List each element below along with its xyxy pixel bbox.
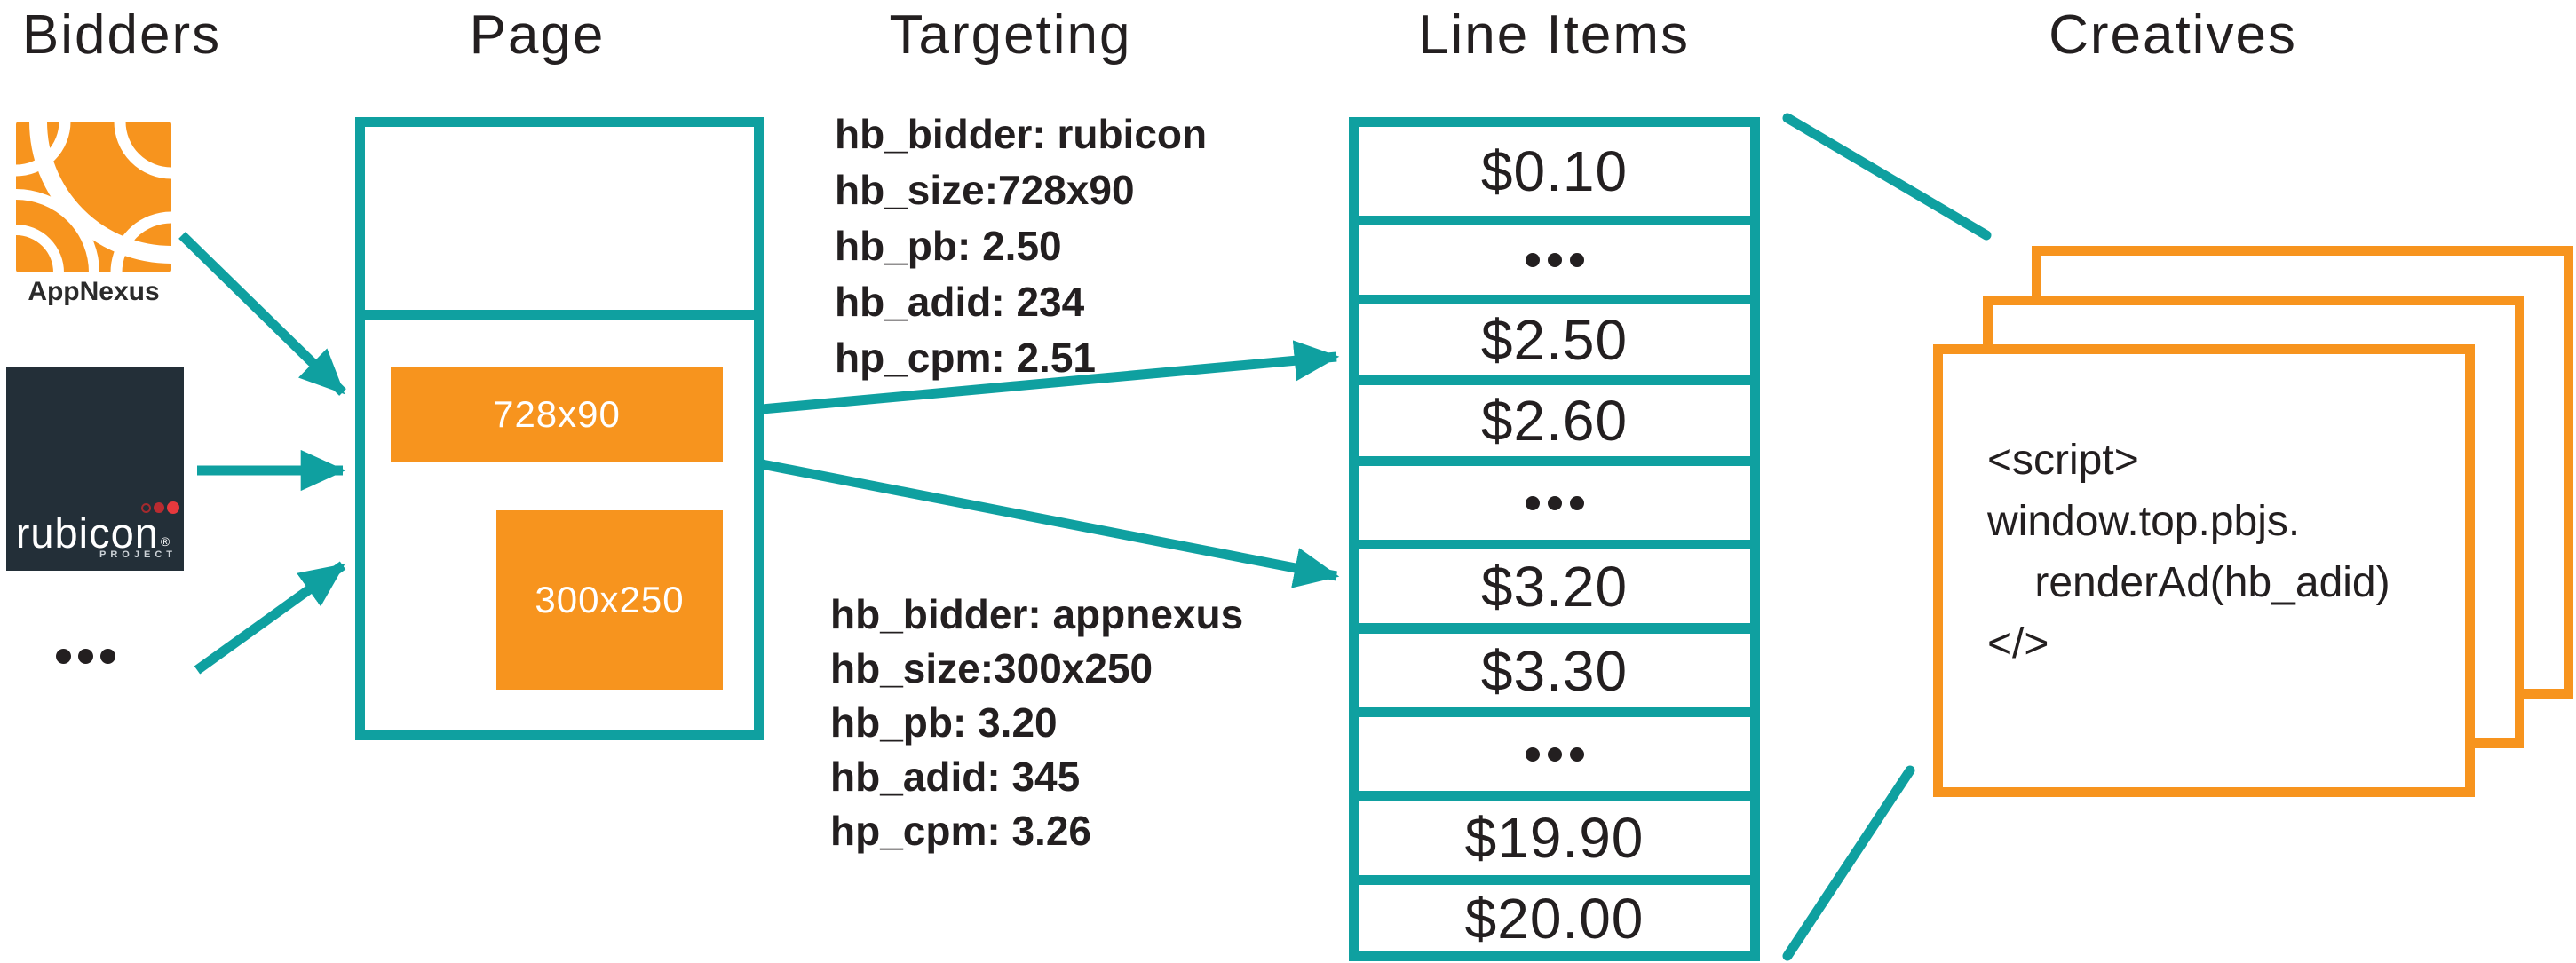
more-bidders-ellipsis: [56, 649, 115, 664]
line-item-row: $2.50: [1359, 304, 1750, 375]
text-line: window.top.pbjs.: [1987, 498, 2301, 545]
column-title-creatives: Creatives: [2049, 4, 2297, 66]
targeting-block-rubicon: hb_bidder: rubicon hb_size:728x90 hb_pb: 2…: [835, 107, 1207, 386]
text-line: hb_adid: 345: [830, 754, 1081, 800]
arrow-more-bidders-to-page: [194, 561, 346, 675]
line-item-ellipsis: [1525, 495, 1584, 510]
line-items-table: $0.10 $2.50 $2.60 $3.20 $3.30 $19.90 $20.00: [1349, 117, 1760, 961]
line-item-price: $2.50: [1480, 308, 1629, 372]
rubicon-logo: rubicon® PROJECT: [6, 367, 184, 571]
line-item-row: [1359, 717, 1750, 791]
line-item-price: $2.60: [1480, 389, 1629, 453]
rubicon-dots-icon: [141, 501, 179, 514]
ad-slot-300x250: 300x250: [496, 510, 723, 690]
column-title-line-items: Line Items: [1417, 4, 1691, 66]
text-line: </>: [1987, 620, 2049, 667]
line-item-row: $3.20: [1359, 549, 1750, 623]
text-line: hb_size:300x250: [830, 645, 1153, 691]
line-item-row: $20.00: [1359, 885, 1750, 951]
line-item-row: $0.10: [1359, 127, 1750, 216]
text-line: hb_size:728x90: [835, 167, 1135, 213]
appnexus-logo-icon: [0, 0, 313, 356]
text-line: <script>: [1987, 437, 2139, 484]
connector-line-items-to-creatives-top: [1782, 113, 1992, 241]
column-title-bidders: Bidders: [21, 4, 222, 66]
creative-script-text: <script> window.top.pbjs. renderAd(hb_adi…: [1987, 430, 2390, 675]
page-header-section: [365, 127, 754, 310]
targeting-block-appnexus: hb_bidder: appnexus hb_size:300x250 hb_pb:…: [830, 588, 1243, 858]
line-item-row: $3.30: [1359, 634, 1750, 707]
text-line: hb_bidder: appnexus: [830, 591, 1244, 637]
column-title-targeting: Targeting: [889, 4, 1132, 66]
line-item-ellipsis: [1525, 253, 1584, 267]
connector-line-items-to-creatives-bottom: [1782, 765, 1915, 961]
line-item-row: [1359, 466, 1750, 540]
text-line: hb_bidder: rubicon: [835, 111, 1208, 157]
text-line: hp_cpm: 2.51: [835, 335, 1096, 381]
arrow-appnexus-to-page: [178, 232, 346, 396]
appnexus-label: AppNexus: [28, 277, 160, 306]
ad-slot-728x90: 728x90: [391, 367, 723, 462]
line-item-price: $20.00: [1464, 886, 1645, 951]
text-line: hb_pb: 3.20: [830, 699, 1058, 746]
line-item-ellipsis: [1525, 746, 1584, 762]
line-item-row: [1359, 225, 1750, 295]
column-title-page: Page: [469, 4, 606, 66]
text-line: renderAd(hb_adid): [1987, 559, 2390, 606]
line-item-price: $0.10: [1480, 139, 1629, 203]
rubicon-project-label: PROJECT: [99, 549, 177, 560]
creative-card-front: [1933, 344, 2475, 797]
arrow-page-to-line-item-320: [760, 459, 1340, 588]
text-line: hb_pb: 2.50: [835, 223, 1062, 269]
line-item-row: $19.90: [1359, 801, 1750, 875]
ad-slot-728x90-label: 728x90: [493, 392, 621, 435]
text-line: hp_cpm: 3.26: [830, 808, 1091, 854]
line-item-row: $2.60: [1359, 385, 1750, 456]
text-line: hb_adid: 234: [835, 279, 1085, 325]
line-item-price: $19.90: [1464, 806, 1645, 870]
line-item-price: $3.20: [1480, 554, 1629, 619]
line-item-price: $3.30: [1480, 638, 1629, 703]
rubicon-wordmark: rubicon®: [15, 509, 171, 556]
ad-slot-300x250-label: 300x250: [535, 579, 685, 620]
